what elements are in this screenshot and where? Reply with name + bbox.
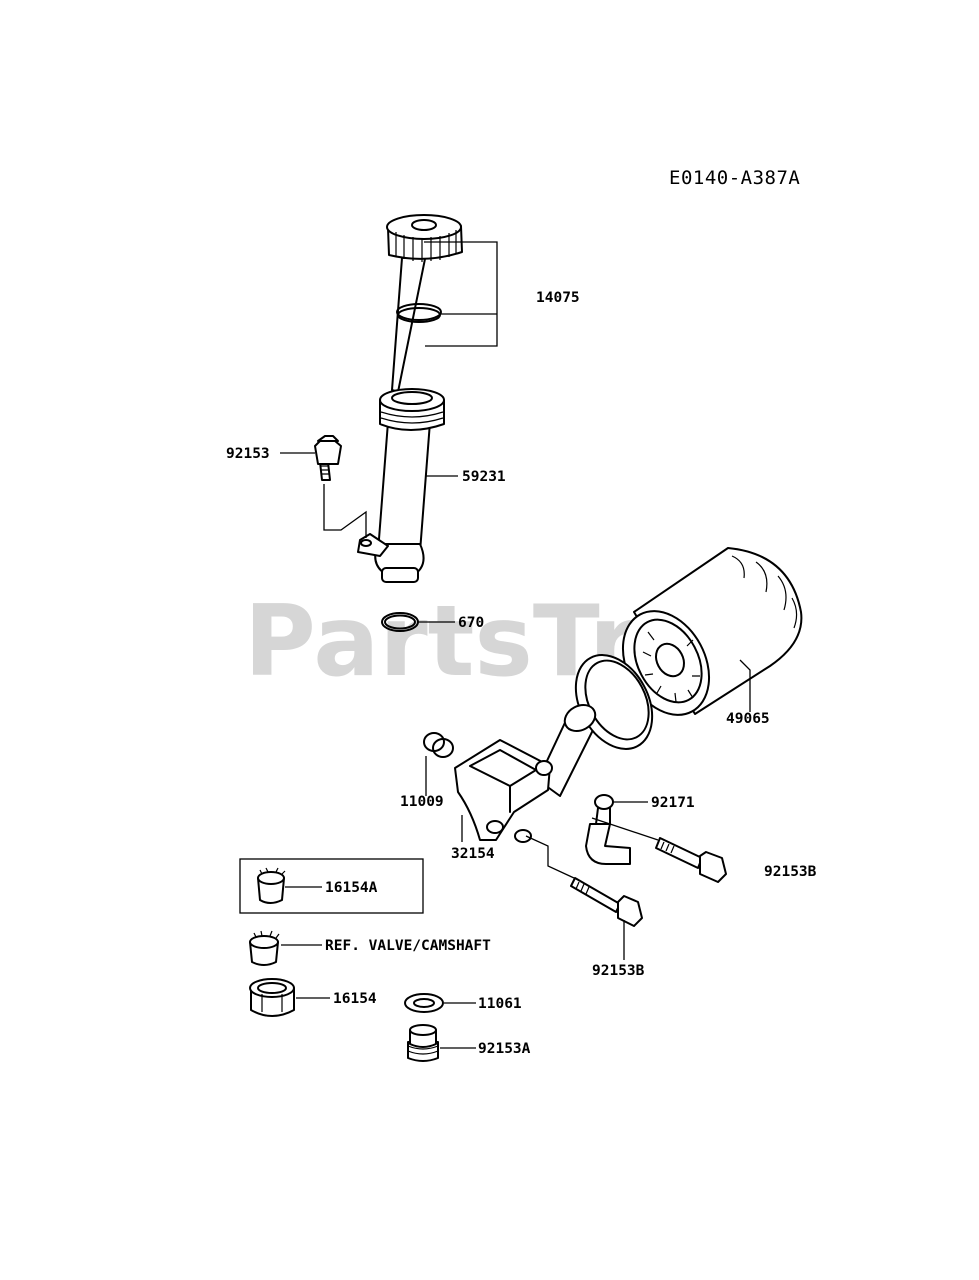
label-670[interactable]: 670 (458, 615, 484, 631)
label-59231[interactable]: 59231 (462, 469, 506, 485)
gear-16154-part[interactable] (249, 978, 295, 1017)
bolt-92153B-right-part[interactable] (655, 837, 727, 883)
gear-16154A-part[interactable] (257, 867, 286, 904)
bolt-92153-part[interactable] (314, 435, 342, 481)
gasket-11009-part[interactable] (423, 732, 454, 758)
gear-ref-camshaft-part[interactable] (249, 930, 280, 966)
callout-box-16154A (239, 858, 424, 914)
diagram-code: E0140-A387A (669, 167, 800, 189)
label-49065[interactable]: 49065 (726, 711, 770, 727)
label-92153A[interactable]: 92153A (478, 1041, 531, 1057)
label-92171[interactable]: 92171 (651, 795, 695, 811)
washer-11061-part[interactable] (404, 993, 444, 1013)
label-16154[interactable]: 16154 (333, 991, 377, 1007)
label-92153B-lower[interactable]: 92153B (592, 963, 645, 979)
label-14075[interactable]: 14075 (536, 290, 580, 306)
label-11009[interactable]: 11009 (400, 794, 444, 810)
label-11061[interactable]: 11061 (478, 996, 522, 1012)
oil-filter-mount-part[interactable] (454, 642, 667, 843)
dipstick-part[interactable] (386, 214, 463, 393)
label-16154A[interactable]: 16154A (325, 880, 378, 896)
label-32154[interactable]: 32154 (451, 846, 495, 862)
plug-92153A-part[interactable] (407, 1024, 439, 1062)
oil-filler-tube-part[interactable] (357, 388, 445, 583)
label-92153[interactable]: 92153 (226, 446, 270, 462)
bolt-92153B-lower-part[interactable] (570, 877, 643, 927)
label-ref-valve-camshaft: REF. VALVE/CAMSHAFT (325, 938, 491, 954)
clamp-92171-part[interactable] (585, 794, 631, 865)
label-92153B-right[interactable]: 92153B (764, 864, 817, 880)
